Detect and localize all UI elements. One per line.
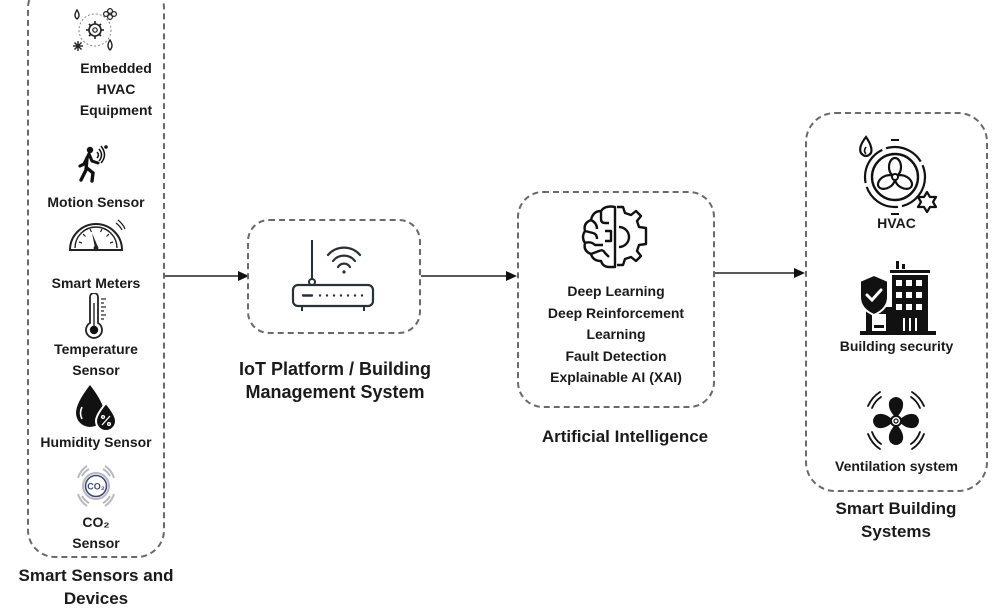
router-icon (290, 236, 376, 314)
title-line: Smart Building (835, 499, 957, 518)
ventilation-fan-icon (862, 386, 930, 456)
smart-meter-icon (66, 218, 128, 254)
arrow-ai-to-systems (715, 266, 807, 280)
label-line: Temperature (54, 341, 138, 357)
sensors-group-title: Smart Sensors and Devices (0, 564, 192, 610)
sensor-label-smart-meters: Smart Meters (51, 275, 141, 291)
sensor-label-co2: CO₂ Sensor (27, 512, 165, 554)
humidity-icon (72, 383, 120, 431)
building-security-icon (858, 259, 938, 337)
sensor-label-humidity: Humidity Sensor (40, 434, 152, 450)
brain-gear-icon (579, 201, 653, 273)
co2-sensor-icon: CO₂ (74, 464, 118, 508)
label-line: Sensor (72, 535, 120, 551)
ai-item-xai: Explainable AI (XAI) (550, 369, 682, 385)
system-label-ventilation: Ventilation system (835, 458, 958, 474)
system-label-hvac: HVAC (877, 215, 916, 231)
ai-box (517, 191, 715, 408)
title-line: Management System (245, 382, 425, 402)
arrow-iot-to-ai (421, 269, 519, 283)
ai-item-deep-learning: Deep Learning (567, 283, 665, 299)
motion-sensor-icon (78, 144, 112, 184)
sensor-label-motion: Motion Sensor (47, 194, 145, 210)
ai-capabilities-list: Deep Learning Deep Reinforcement Learnin… (517, 281, 715, 389)
iot-platform-title: IoT Platform / Building Management Syste… (215, 358, 455, 404)
title-line: Smart Sensors and (18, 566, 174, 585)
label-line: Embedded (80, 60, 152, 76)
hvac-equipment-icon (70, 6, 120, 54)
label-line: Equipment (79, 102, 153, 118)
co2-icon-text: CO₂ (87, 482, 105, 492)
ai-title: Artificial Intelligence (541, 427, 709, 446)
ai-item-learning: Learning (586, 326, 646, 342)
label-line: Sensor (72, 362, 120, 378)
label-line: CO₂ (82, 514, 110, 530)
sensor-label-temperature: Temperature Sensor (27, 339, 165, 381)
title-line: Systems (861, 522, 931, 541)
sensors-group-box (27, 0, 165, 558)
arrow-sensors-to-iot (165, 269, 251, 283)
label-line: HVAC (96, 81, 136, 97)
smart-building-systems-box (805, 112, 988, 492)
hvac-fan-icon (853, 135, 939, 221)
title-line: IoT Platform / Building (239, 359, 431, 379)
ai-item-fault-detection: Fault Detection (565, 347, 667, 364)
iot-platform-box (247, 219, 421, 334)
ai-item-deep-reinforcement: Deep Reinforcement (547, 304, 685, 321)
smart-building-systems-title: Smart Building Systems (790, 497, 1000, 543)
system-label-building-security: Building security (839, 338, 954, 354)
title-line: Devices (63, 589, 129, 608)
sensor-label-embedded-hvac: Embedded HVAC Equipment (27, 58, 205, 121)
thermometer-icon (84, 293, 110, 339)
